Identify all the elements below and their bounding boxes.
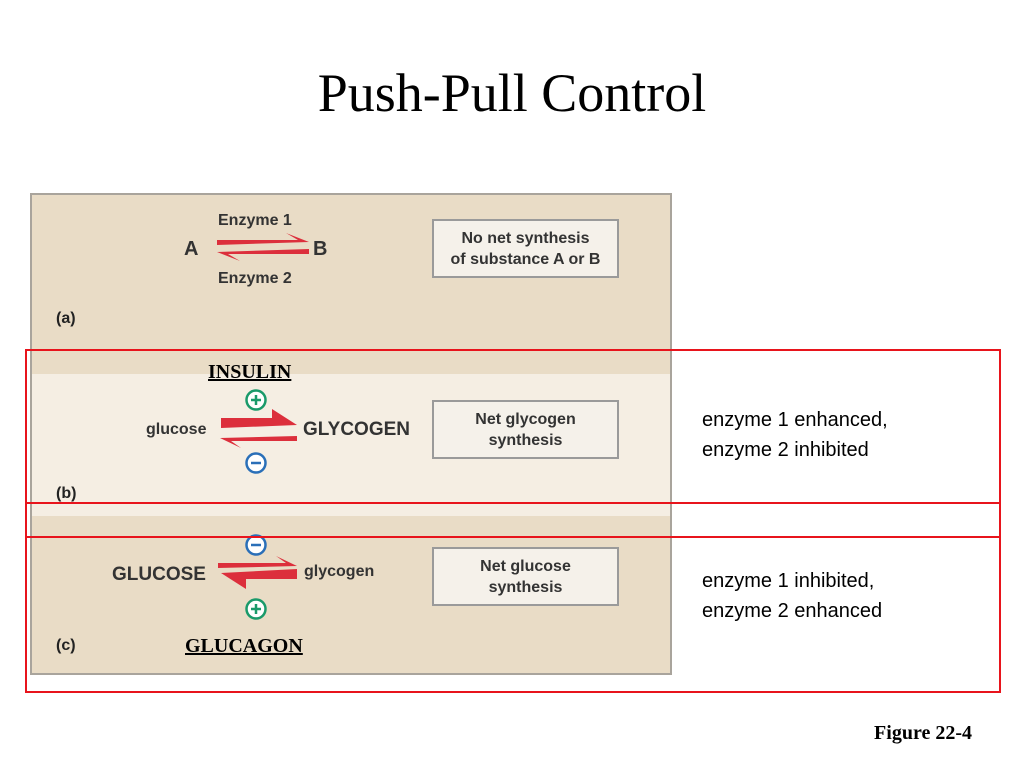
panel-a-enzyme-2-label: Enzyme 2 (218, 270, 292, 287)
page-title: Push-Pull Control (317, 63, 707, 123)
panel-b-reverse-arrow (220, 436, 297, 448)
panel-b-minus-icon (245, 452, 267, 474)
panel-b-note: enzyme 1 enhanced, enzyme 2 inhibited (702, 409, 888, 461)
panel-c-result-box: Net glucose synthesis (432, 547, 619, 606)
insulin-label: INSULIN (208, 361, 292, 383)
panel-c-glucose-label: GLUCOSE (112, 564, 206, 585)
glucagon-highlight-frame (25, 502, 1001, 693)
panel-a-forward-arrow (217, 233, 309, 245)
panel-c-minus-icon (245, 534, 267, 556)
panel-a-enzyme-1-label: Enzyme 1 (218, 212, 292, 229)
panel-c-glycogen-label: glycogen (304, 563, 375, 580)
panel-b-plus-icon (245, 389, 267, 411)
glucagon-label: GLUCAGON (185, 635, 303, 657)
panel-a-result-box: No net synthesis of substance A or B (432, 219, 619, 278)
panel-c-letter: (c) (56, 637, 76, 654)
panel-b-glucose-label: glucose (146, 421, 207, 438)
panel-b-glycogen-label: GLYCOGEN (303, 419, 410, 440)
panel-a-reverse-arrow (217, 249, 309, 261)
insulin-highlight-frame (25, 349, 1001, 538)
panel-c-reverse-arrow (221, 569, 297, 589)
panel-b-result-box: Net glycogen synthesis (432, 400, 619, 459)
panel-a-substrate-a: A (184, 238, 199, 260)
panel-c-forward-arrow (218, 556, 297, 568)
panel-a-substrate-b: B (313, 238, 328, 260)
panel-b-forward-arrow (221, 409, 297, 428)
panel-a-letter: (a) (56, 310, 76, 327)
panel-b-letter: (b) (56, 485, 77, 502)
figure-label: Figure 22-4 (874, 722, 972, 744)
panel-c-plus-icon (245, 598, 267, 620)
panel-c-note: enzyme 1 inhibited, enzyme 2 enhanced (702, 570, 883, 622)
